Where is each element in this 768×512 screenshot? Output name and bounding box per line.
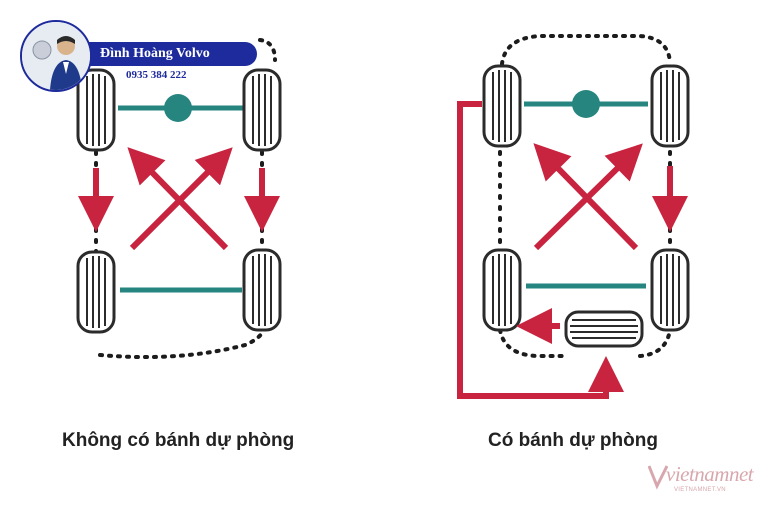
- caption-with-spare: Có bánh dự phòng: [488, 430, 658, 451]
- badge-name: Đình Hoàng Volvo: [100, 46, 210, 61]
- left-arrow-cross-2: [129, 147, 233, 251]
- avatar: [20, 20, 92, 92]
- right-front-left-tire: [482, 64, 522, 148]
- right-rear-left-tire: [482, 248, 522, 332]
- vietnamnet-watermark: vietnamnet VIETNAMNET.VN: [648, 462, 760, 502]
- right-arrow-cross-1: [533, 143, 639, 251]
- watermark-subtext: VIETNAMNET.VN: [674, 487, 726, 493]
- watermark-v-icon: [648, 465, 668, 490]
- badge-phone: 0935 384 222: [126, 69, 187, 81]
- left-dotted-outline: [98, 38, 277, 360]
- left-arrow-cross-1: [127, 147, 229, 251]
- left-differential: [164, 94, 192, 122]
- right-arrow-cross-2: [533, 143, 643, 251]
- spare-tire: [564, 310, 644, 348]
- left-rotation-layout: [76, 38, 282, 360]
- right-front-right-tire: [650, 64, 690, 148]
- watermark-text: vietnamnet: [666, 462, 754, 486]
- badge-name-pill: [72, 42, 257, 66]
- caption-without-spare: Không có bánh dự phòng: [62, 430, 295, 451]
- right-dotted-outline: [498, 34, 672, 358]
- right-differential: [572, 90, 600, 118]
- left-rear-left-tire: [76, 250, 116, 334]
- contact-badge: Đình Hoàng Volvo 0935 384 222: [20, 20, 260, 92]
- right-rear-right-tire: [650, 248, 690, 332]
- right-arrow-loop-to-spare: [457, 101, 624, 399]
- left-rear-right-tire: [242, 248, 282, 332]
- right-rotation-layout: [457, 34, 690, 399]
